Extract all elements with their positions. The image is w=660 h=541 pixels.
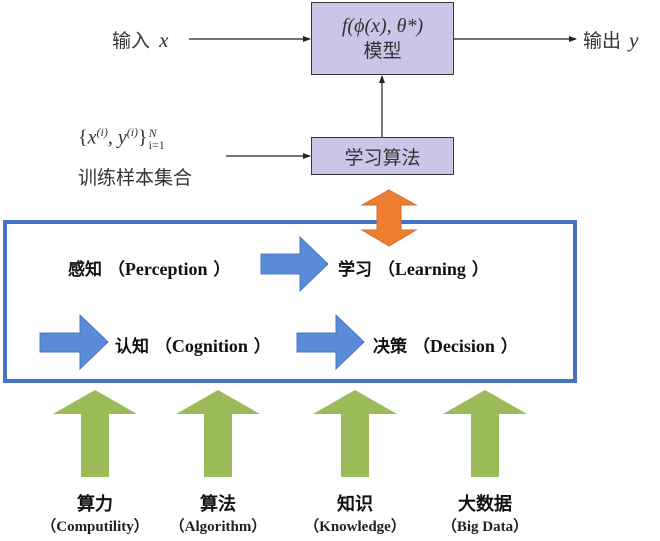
model-box: f(ϕ(x), θ*) 模型 (311, 2, 454, 75)
formula-y: y (117, 126, 127, 149)
process-frame (3, 220, 577, 383)
output-var: y (629, 28, 639, 52)
learning-algorithm-box: 学习算法 (311, 137, 454, 175)
stage-cognition-en: Cognition (171, 336, 248, 356)
brace-open: { (78, 126, 88, 149)
learning-algorithm-label: 学习算法 (344, 146, 421, 169)
training-set-label: 训练样本集合 (78, 167, 193, 189)
pillar-computility-en: （Computility） (41, 519, 149, 535)
stage-perception-en: Perception (124, 259, 208, 279)
input-label: 输入 x (112, 26, 168, 53)
input-var: x (159, 28, 169, 52)
formula-x: x (87, 126, 97, 149)
model-formula: f(ϕ(x), θ*) (341, 14, 424, 37)
stage-decision-cn: 决策 (373, 337, 407, 357)
stage-cognition: 认知 （Cognition ） (115, 336, 271, 357)
formula-sup-x: (i) (96, 125, 108, 139)
pillar-arrow-computility-icon (53, 390, 137, 477)
pillar-arrow-knowledge-icon (313, 390, 397, 477)
stage-decision-en: Decision (429, 336, 495, 356)
stage-perception: 感知 （Perception ） (68, 259, 231, 280)
pillar-computility-cn: 算力 (77, 494, 113, 515)
stage-perception-cn: 感知 (68, 260, 102, 280)
formula-comma: , (107, 126, 113, 149)
formula-superscript-n: N (148, 126, 157, 141)
bidirectional-arrow-icon (360, 189, 418, 247)
output-text: 输出 (583, 30, 622, 52)
pillar-arrow-big-data-icon (443, 390, 527, 477)
formula-subscript: i=1 (148, 138, 165, 153)
pillar-knowledge-en: （Knowledge） (304, 519, 406, 535)
pillar-algorithm-en: （Algorithm） (169, 519, 267, 535)
pillar-big-data-en: （Big Data） (441, 519, 529, 535)
formula-sup-y: (i) (126, 125, 139, 139)
brace-close: } (138, 126, 148, 149)
input-text: 输入 (112, 30, 151, 52)
output-label: 输出 y (583, 26, 638, 53)
flow-arrow-cognition-to-decision-icon (296, 313, 365, 371)
flow-arrow-into-cognition-icon (39, 313, 109, 371)
model-label: 模型 (363, 39, 402, 62)
pillar-arrow-algorithm-icon (176, 390, 260, 477)
stage-learning-en: Learning (394, 259, 466, 279)
stage-learning: 学习 （Learning ） (338, 259, 489, 280)
stage-learning-cn: 学习 (338, 260, 372, 280)
flow-arrow-perception-to-learning-icon (260, 235, 329, 293)
pillar-big-data-cn: 大数据 (458, 494, 512, 515)
stage-cognition-cn: 认知 (115, 337, 149, 357)
pillar-algorithm-cn: 算法 (200, 494, 236, 515)
stage-decision: 决策 （Decision ） (373, 336, 518, 357)
pillar-knowledge-cn: 知识 (337, 494, 373, 515)
